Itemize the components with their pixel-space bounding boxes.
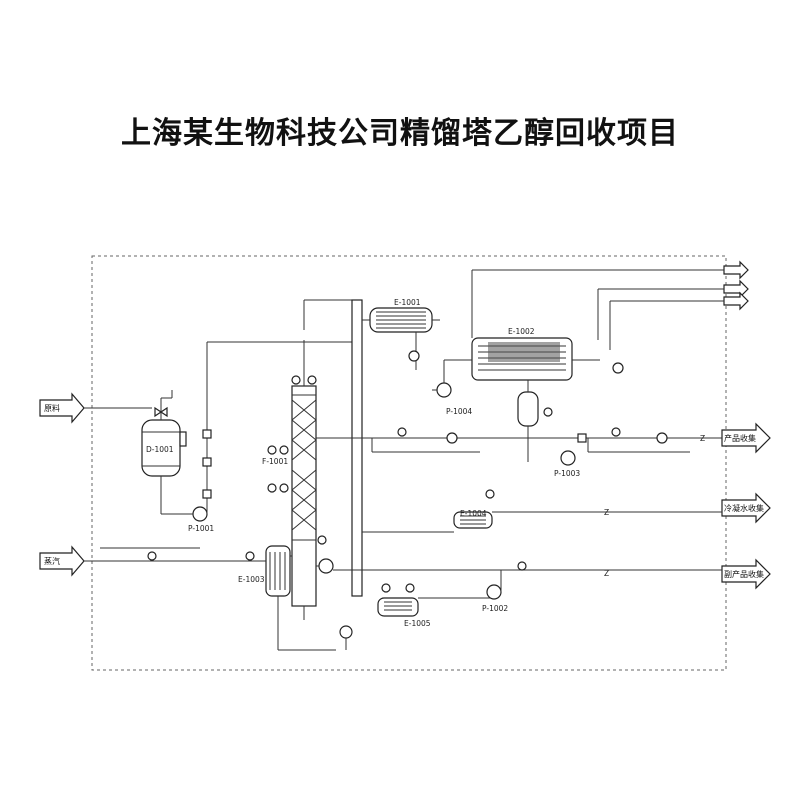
cooling-water-arrow[interactable]: 冷凝水收集 (721, 492, 771, 524)
d1001-level-gauge (179, 431, 187, 447)
e1004-cooler[interactable]: E-1004 (453, 509, 493, 529)
product-arrow[interactable]: 产品收集 (721, 422, 771, 454)
p1003-label: P-1003 (554, 469, 580, 478)
product-valve-2[interactable] (611, 427, 621, 437)
steam-label: 蒸汽 (44, 556, 60, 566)
e1005-indicator-1 (381, 583, 391, 593)
f1001-label: F-1001 (262, 457, 288, 466)
d1001-label: D-1001 (146, 445, 174, 454)
e1005-cooler[interactable]: E-1005 (377, 597, 431, 628)
bottom-transfer-pump[interactable] (339, 625, 353, 639)
e1001-label: E-1001 (394, 298, 421, 307)
utility-arrow-1 (723, 260, 749, 280)
steam-valve[interactable] (147, 551, 157, 561)
e1005-label: E-1005 (404, 619, 431, 628)
e1001-condenser[interactable]: E-1001 (369, 298, 433, 333)
p1003-pump[interactable]: P-1003 (554, 450, 580, 478)
vapor-pipe (351, 299, 363, 597)
e1004-indicator (485, 489, 495, 499)
e1001-indicator (408, 350, 420, 362)
d1001-vessel[interactable]: D-1001 (141, 419, 181, 485)
p1004-label: P-1004 (446, 407, 472, 416)
e1004-label: E-1004 (460, 509, 487, 518)
product-pump-mark (446, 432, 458, 444)
byproduct-label: 副产品收集 (724, 569, 764, 579)
drum-indicator (543, 407, 553, 417)
feed-arrow[interactable]: 原料 (39, 392, 85, 424)
product-valve-1[interactable] (397, 427, 407, 437)
valve-box (202, 489, 212, 499)
e1003-label: E-1003 (238, 575, 265, 584)
byproduct-valve[interactable] (517, 561, 527, 571)
product-label: 产品收集 (724, 433, 756, 443)
distillation-column[interactable] (291, 385, 317, 607)
product-filter (577, 433, 587, 443)
product-pump-mark-2 (656, 432, 668, 444)
steam-indicator (245, 551, 255, 561)
column-instruments (267, 375, 327, 545)
p1002-label: P-1002 (482, 604, 508, 613)
reflux-drum[interactable] (517, 391, 539, 427)
utility-arrow-2 (723, 279, 749, 299)
p1004-pump[interactable]: P-1004 (436, 382, 472, 416)
e1005-indicator-2 (405, 583, 415, 593)
filter-box (202, 429, 212, 439)
e1002-condenser[interactable]: E-1002 (471, 327, 573, 381)
diagram-boundary (91, 255, 727, 671)
e1003-reboiler[interactable]: E-1003 (238, 545, 291, 597)
steam-arrow[interactable]: 蒸汽 (39, 545, 85, 577)
p1001-label: P-1001 (188, 524, 214, 533)
e1002-label: E-1002 (508, 327, 535, 336)
svg-text:Z: Z (604, 508, 609, 517)
byproduct-arrow[interactable]: 副产品收集 (721, 558, 771, 590)
bottom-pump[interactable] (318, 558, 334, 574)
e1002-indicator (612, 362, 624, 374)
cooling-water-label: 冷凝水收集 (724, 503, 764, 513)
page-title: 上海某生物科技公司精馏塔乙醇回收项目 (121, 116, 679, 151)
flow-box (202, 457, 212, 467)
svg-text:Z: Z (604, 569, 609, 578)
p1001-pump[interactable]: P-1001 (186, 506, 214, 533)
utility-arrow-3 (723, 291, 749, 311)
feed-label: 原料 (44, 403, 60, 413)
p1002-pump[interactable]: P-1002 (482, 584, 508, 613)
svg-text:Z: Z (700, 434, 705, 443)
